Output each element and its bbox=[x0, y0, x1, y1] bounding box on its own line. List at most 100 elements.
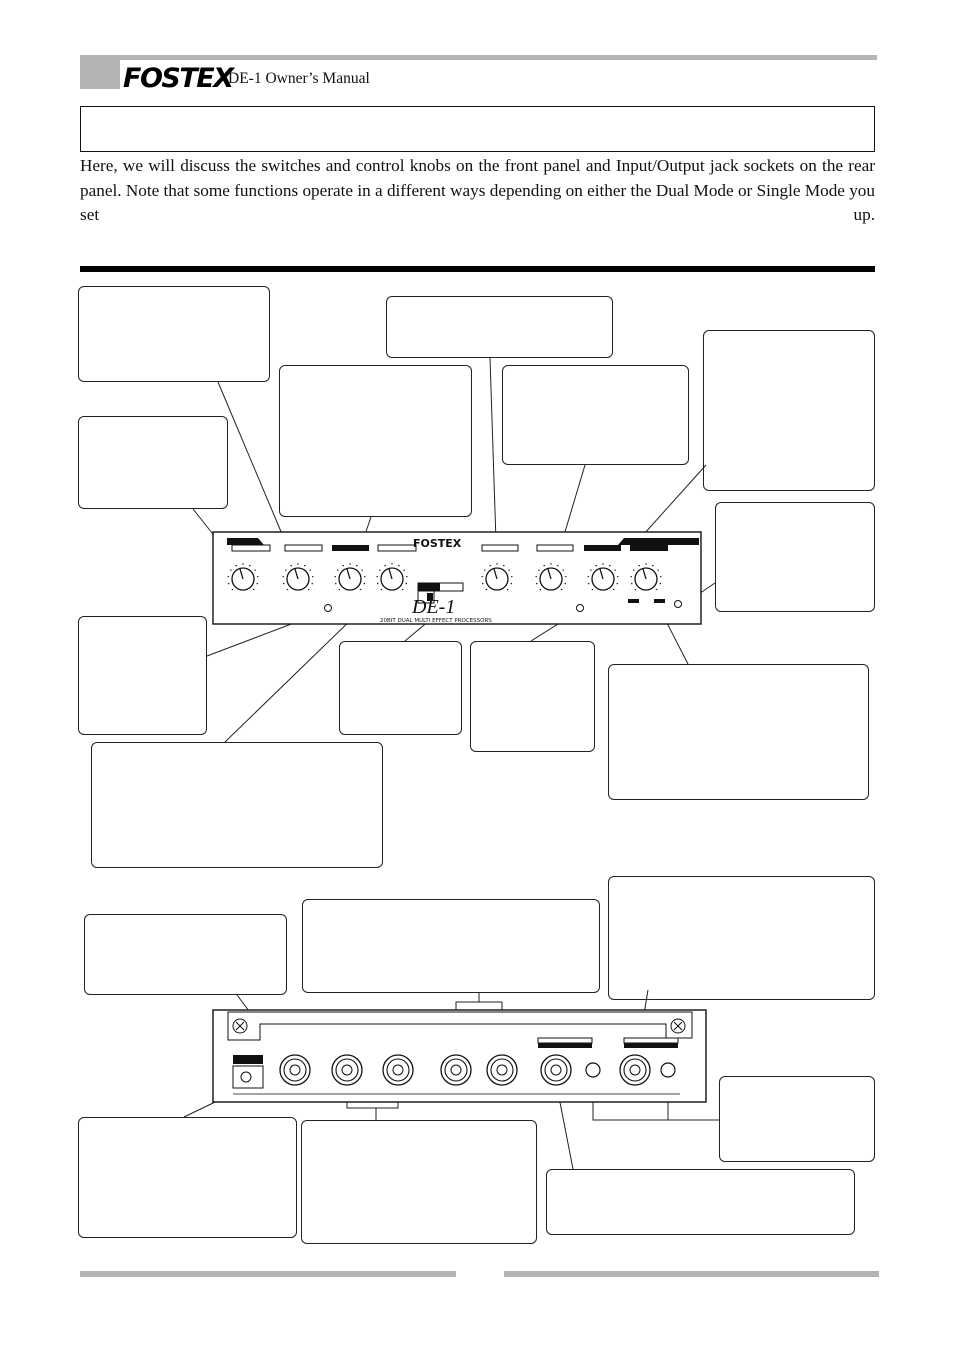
knob-tick bbox=[557, 564, 559, 567]
knob-tick bbox=[235, 564, 237, 567]
knob-tick bbox=[506, 588, 509, 591]
footer-rule-left bbox=[80, 1271, 456, 1277]
fostex-logo: FOSTEX bbox=[123, 63, 234, 94]
knob-tick bbox=[227, 575, 229, 578]
knob-tick bbox=[591, 588, 594, 591]
knob-tick bbox=[489, 564, 491, 567]
knob-tick bbox=[633, 569, 635, 571]
knob-pointer bbox=[388, 568, 393, 580]
knob-tick bbox=[511, 575, 513, 578]
knob-tick bbox=[510, 582, 512, 585]
knob-tick bbox=[256, 582, 258, 585]
knob-tick bbox=[334, 575, 336, 578]
front-panel bbox=[212, 531, 702, 625]
knob-tick bbox=[617, 575, 619, 578]
knob-tick bbox=[406, 575, 408, 578]
knob-tick bbox=[401, 588, 404, 591]
callout-box bbox=[78, 616, 207, 735]
callout-box bbox=[339, 641, 462, 735]
knob-tick bbox=[631, 582, 633, 585]
callout-box bbox=[279, 365, 472, 517]
knob-tick bbox=[616, 582, 618, 585]
jack-socket[interactable] bbox=[629, 1064, 641, 1076]
knob-tick bbox=[297, 563, 299, 565]
jack-socket[interactable] bbox=[341, 1064, 353, 1076]
callout-box bbox=[546, 1169, 855, 1235]
knob-tick bbox=[565, 575, 567, 578]
front-panel-brand: FOSTEX bbox=[413, 537, 462, 550]
knob-tick bbox=[590, 569, 592, 571]
knob-tick bbox=[630, 575, 632, 578]
knob-tick bbox=[539, 588, 542, 591]
knob-tick bbox=[645, 563, 647, 565]
knob-tick bbox=[652, 564, 654, 567]
knob-pointer bbox=[547, 568, 552, 580]
knob-tick bbox=[405, 582, 407, 585]
knob-tick bbox=[283, 582, 285, 585]
knob-tick bbox=[543, 564, 545, 567]
knob-tick bbox=[304, 564, 306, 567]
knob-tick bbox=[311, 582, 313, 585]
front-panel-model: DE-1 bbox=[411, 596, 455, 618]
jack-socket[interactable] bbox=[496, 1064, 508, 1076]
knob-tick bbox=[230, 569, 232, 571]
jack-socket[interactable] bbox=[550, 1064, 562, 1076]
knob-tick bbox=[634, 588, 637, 591]
knob-tick bbox=[587, 575, 589, 578]
knob-tick bbox=[349, 563, 351, 565]
header-rule bbox=[120, 55, 877, 60]
knob-tick bbox=[252, 588, 255, 591]
callout-box bbox=[301, 1120, 537, 1244]
knob-tick bbox=[312, 575, 314, 578]
callout-box bbox=[302, 899, 600, 993]
knob-tick bbox=[309, 569, 311, 571]
jack-socket[interactable] bbox=[450, 1064, 462, 1076]
knob-tick bbox=[377, 582, 379, 585]
knob-tick bbox=[660, 575, 662, 578]
knob-tick bbox=[286, 588, 289, 591]
jack-socket[interactable] bbox=[392, 1064, 404, 1076]
knob-tick bbox=[337, 569, 339, 571]
knob-tick bbox=[657, 569, 659, 571]
knob-tick bbox=[231, 588, 234, 591]
knob-tick bbox=[363, 582, 365, 585]
knob-tick bbox=[257, 575, 259, 578]
knob-tick bbox=[562, 569, 564, 571]
knob-tick bbox=[290, 564, 292, 567]
intro-paragraph: Here, we will discuss the switches and c… bbox=[80, 156, 875, 224]
knob-tick bbox=[361, 569, 363, 571]
knob-tick bbox=[638, 564, 640, 567]
manual-title: DE-1 Owner’s Manual bbox=[228, 70, 370, 87]
knob-tick bbox=[342, 564, 344, 567]
knob-tick bbox=[536, 582, 538, 585]
knob-tick bbox=[379, 569, 381, 571]
knob-tick bbox=[484, 569, 486, 571]
knob-tick bbox=[550, 563, 552, 565]
knob-tick bbox=[335, 582, 337, 585]
knob-tick bbox=[356, 564, 358, 567]
knob-tick bbox=[496, 563, 498, 565]
knob-tick bbox=[380, 588, 383, 591]
knob-tick bbox=[508, 569, 510, 571]
footer-rule-right bbox=[504, 1271, 879, 1277]
callout-box bbox=[719, 1076, 875, 1162]
knob-tick bbox=[285, 569, 287, 571]
knob-tick bbox=[403, 569, 405, 571]
jack-socket[interactable] bbox=[289, 1064, 301, 1076]
knob-tick bbox=[398, 564, 400, 567]
callout-box bbox=[608, 664, 869, 800]
knob-tick bbox=[228, 582, 230, 585]
knob-tick bbox=[602, 563, 604, 565]
callout-box bbox=[78, 416, 228, 509]
knob-tick bbox=[359, 588, 362, 591]
knob-tick bbox=[482, 582, 484, 585]
knob-tick bbox=[659, 582, 661, 585]
knob-pointer bbox=[599, 568, 604, 580]
knob-tick bbox=[485, 588, 488, 591]
header-gray-block bbox=[80, 55, 120, 89]
callout-box bbox=[78, 1117, 297, 1238]
knob-tick bbox=[376, 575, 378, 578]
knob-pointer bbox=[346, 568, 351, 580]
knob-tick bbox=[282, 575, 284, 578]
